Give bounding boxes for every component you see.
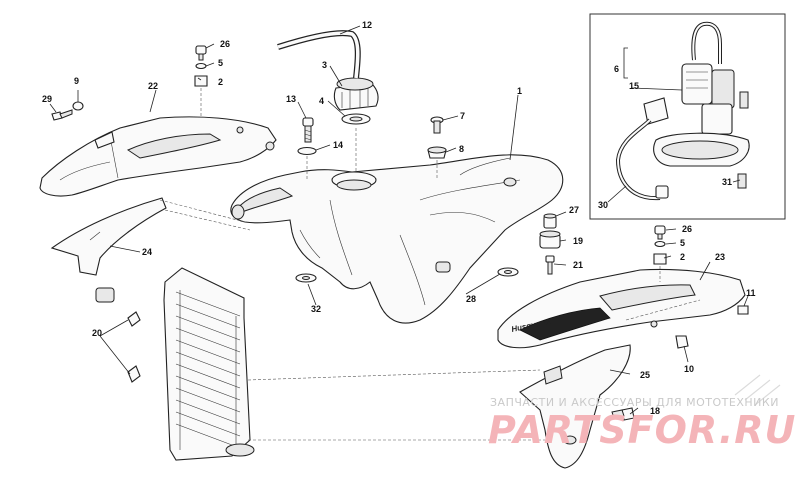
clip-11 [737,305,749,315]
callout-13: 13 [286,94,296,104]
callout-14: 14 [333,140,343,150]
callout-24: 24 [142,247,152,257]
callout-19: 19 [573,236,583,246]
callout-2b: 2 [680,252,685,262]
callout-28: 28 [466,294,476,304]
bolt-13 [302,117,314,143]
callout-18: 18 [650,406,660,416]
callout-31: 31 [722,177,732,187]
watermark-graphic [734,374,781,406]
watermark-brand: PARTSFOR.RU [488,408,797,452]
callout-5a: 5 [218,58,223,68]
callout-7: 7 [460,111,465,121]
left-shroud [39,116,277,197]
right-radiator-panel [519,344,631,469]
rubber-mount-19 [539,230,561,249]
clip-20-upper [127,311,141,327]
spacer-27 [543,213,557,229]
leader-lines [49,25,749,415]
callout-8: 8 [459,144,464,154]
washer-14 [297,146,317,156]
callout-15: 15 [629,81,639,91]
callout-10: 10 [684,364,694,374]
callout-9: 9 [74,76,79,86]
callout-4: 4 [319,96,324,106]
dashed-reference-lines [159,199,701,441]
fuel-pump-assembly [615,21,750,201]
bolt-26-left [195,45,207,61]
breather-hose [277,30,361,79]
callout-2a: 2 [218,77,223,87]
right-shroud: Husqvarna [497,268,746,349]
callout-25: 25 [640,370,650,380]
callout-1: 1 [517,86,522,96]
washer-5-right [654,240,666,248]
fuel-cap [333,77,379,111]
grommet-9 [72,101,84,111]
bolt-26-right [654,225,666,240]
callout-11: 11 [746,288,756,298]
callout-30: 30 [598,200,608,210]
left-radiator-panel [50,197,167,303]
bolt-7 [430,116,444,134]
callout-3: 3 [322,60,327,70]
bolt-10 [675,335,689,349]
callout-26a: 26 [220,39,230,49]
callout-26b: 26 [682,224,692,234]
bolt-18 [611,407,635,421]
callout-labels: 1 2 2 3 4 5 5 6 7 8 9 10 11 12 13 14 15 … [42,20,756,416]
callout-6: 6 [614,64,619,74]
radiator [163,267,255,461]
callout-22: 22 [148,81,158,91]
washer-5-left [195,62,207,70]
fuel-tank [230,154,564,324]
callout-29: 29 [42,94,52,104]
grommet-8 [427,146,447,159]
callout-23: 23 [715,252,725,262]
callout-5b: 5 [680,238,685,248]
fuel-pump-inset-frame [589,13,786,220]
bolt-29 [51,109,73,121]
callout-27: 27 [569,205,579,215]
clip-20-lower [127,365,141,383]
bolt-21 [545,255,555,275]
watermark-subtitle: ЗАПЧАСТИ И АКСЕССУАРЫ ДЛЯ МОТОТЕХНИКИ [490,396,779,409]
callout-21: 21 [573,260,583,270]
callout-32: 32 [311,304,321,314]
callout-12: 12 [362,20,372,30]
nut-2-left [194,75,208,87]
nut-2-right [653,253,667,265]
callout-20: 20 [92,328,102,338]
